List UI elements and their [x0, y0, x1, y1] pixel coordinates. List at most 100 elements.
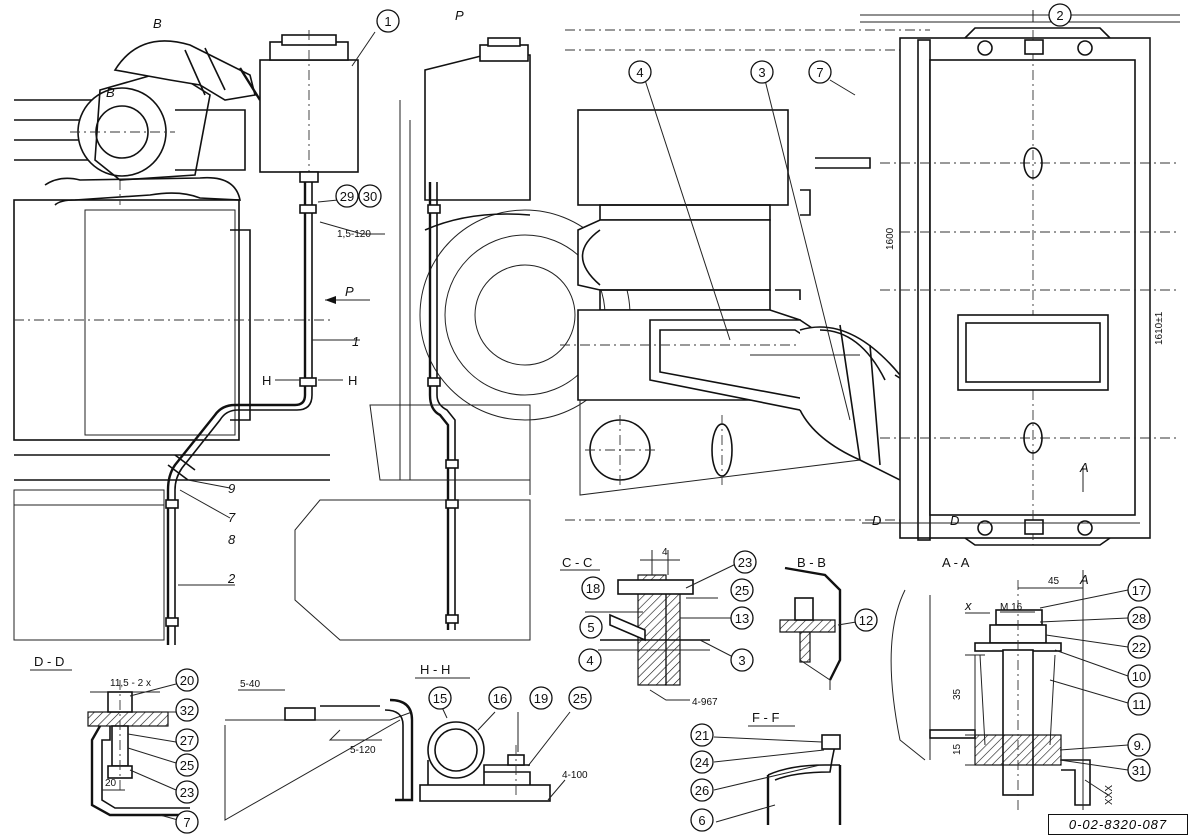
balloon-10: 10: [1127, 664, 1151, 688]
svg-text:23: 23: [738, 555, 752, 570]
section-b-upper: B: [153, 16, 162, 31]
section-a-upper: A: [1079, 460, 1089, 475]
balloon-3-cc: 3: [730, 648, 754, 672]
svg-text:13: 13: [735, 611, 749, 626]
svg-text:27: 27: [180, 733, 194, 748]
balloon-15: 15: [428, 686, 452, 710]
section-c-c: C - C: [560, 550, 741, 701]
svg-text:25: 25: [573, 691, 587, 706]
dim-m16: M 16: [1000, 602, 1023, 613]
section-d-right: D: [950, 513, 959, 528]
balloon-24: 24: [690, 750, 714, 774]
section-d-d: D - D: [30, 654, 190, 821]
weld-note-hh: 4-100: [562, 770, 588, 781]
leader-1-label: 1: [352, 334, 359, 349]
section-ff-title: F - F: [752, 710, 779, 725]
svg-text:32: 32: [180, 703, 194, 718]
balloon-22: 22: [1127, 635, 1151, 659]
balloon-31: 31: [1127, 758, 1151, 782]
balloon-28: 28: [1127, 606, 1151, 630]
dim-35: 35: [952, 688, 963, 700]
weld-note-dd: 11,5 - 2 x: [110, 678, 151, 689]
section-d-left: D: [872, 513, 881, 528]
balloon-25-dd: 25: [175, 753, 199, 777]
balloon-27: 27: [175, 728, 199, 752]
balloon-1: 1: [376, 9, 400, 33]
dim-1610: 1610±1: [1154, 311, 1165, 345]
weld-note-cc: 4-967: [692, 697, 718, 708]
balloon-17: 17: [1127, 578, 1151, 602]
center-plan-view: [560, 29, 936, 521]
balloon-30: 30: [358, 184, 382, 208]
leader-9-label: 9: [228, 481, 235, 496]
svg-text:15: 15: [433, 691, 447, 706]
dim-1600: 1600: [885, 227, 896, 250]
svg-text:4: 4: [636, 65, 643, 80]
bracket-detail: [224, 689, 414, 821]
svg-text:17: 17: [1132, 583, 1146, 598]
arrow-p-label: P: [345, 284, 354, 299]
balloon-7-dd: 7: [175, 810, 199, 834]
svg-text:23: 23: [180, 785, 194, 800]
svg-text:7: 7: [183, 815, 190, 830]
balloon-18: 18: [581, 576, 605, 600]
svg-text:5: 5: [587, 620, 594, 635]
balloon-6: 6: [690, 808, 714, 832]
section-h-h: H - H: [415, 662, 571, 802]
section-b-lower: B: [106, 85, 115, 100]
balloon-32: 32: [175, 698, 199, 722]
svg-text:1: 1: [384, 14, 391, 29]
balloon-23-cc: 23: [733, 550, 757, 574]
dim-x: x: [964, 598, 972, 613]
svg-text:25: 25: [735, 583, 749, 598]
balloon-25-hh: 25: [568, 686, 592, 710]
dim-15: 15: [952, 743, 963, 755]
dim-xxx: XXX: [1104, 785, 1115, 805]
svg-text:11: 11: [1132, 697, 1146, 712]
weld-note-mid-bot: 5-120: [350, 745, 376, 756]
dim-20: 20: [105, 778, 117, 789]
dim-cc-4: 4: [662, 547, 668, 558]
balloon-29: 29: [335, 184, 359, 208]
view-p: P: [294, 8, 631, 641]
svg-text:18: 18: [586, 581, 600, 596]
balloon-4: 4: [628, 60, 652, 84]
dim-45: 45: [1048, 576, 1060, 587]
weld-note-mid-top: 5-40: [240, 679, 260, 690]
section-aa-title: A - A: [942, 555, 970, 570]
svg-text:25: 25: [180, 758, 194, 773]
svg-text:31: 31: [1132, 763, 1146, 778]
balloon-2: 2: [1048, 3, 1072, 27]
left-main-view: [13, 30, 385, 645]
svg-text:6: 6: [698, 813, 705, 828]
svg-text:7: 7: [816, 65, 823, 80]
svg-text:28: 28: [1132, 611, 1146, 626]
svg-text:29: 29: [340, 189, 354, 204]
balloon-3: 3: [750, 60, 774, 84]
svg-text:16: 16: [493, 691, 507, 706]
svg-text:19: 19: [534, 691, 548, 706]
view-p-title: P: [455, 8, 464, 23]
section-bb-title: B - B: [797, 555, 826, 570]
balloon-19: 19: [529, 686, 553, 710]
leader-2-label: 2: [227, 571, 236, 586]
leader-8-label: 8: [228, 532, 236, 547]
right-plan-view: [860, 10, 1180, 546]
svg-text:30: 30: [363, 189, 377, 204]
section-dd-title: D - D: [34, 654, 64, 669]
svg-text:3: 3: [758, 65, 765, 80]
weld-note-tube: 1,5-120: [337, 229, 371, 240]
balloon-16: 16: [488, 686, 512, 710]
section-f-f: F - F: [713, 710, 842, 825]
balloon-26: 26: [690, 778, 714, 802]
balloon-25-cc: 25: [730, 578, 754, 602]
svg-text:10: 10: [1132, 669, 1146, 684]
section-cc-title: C - C: [562, 555, 592, 570]
svg-text:22: 22: [1132, 640, 1146, 655]
section-a-a: A - A: [890, 555, 1129, 810]
balloon-12: 12: [854, 608, 878, 632]
balloon-13: 13: [730, 606, 754, 630]
balloon-5: 5: [579, 615, 603, 639]
leader-7-label: 7: [228, 510, 236, 525]
